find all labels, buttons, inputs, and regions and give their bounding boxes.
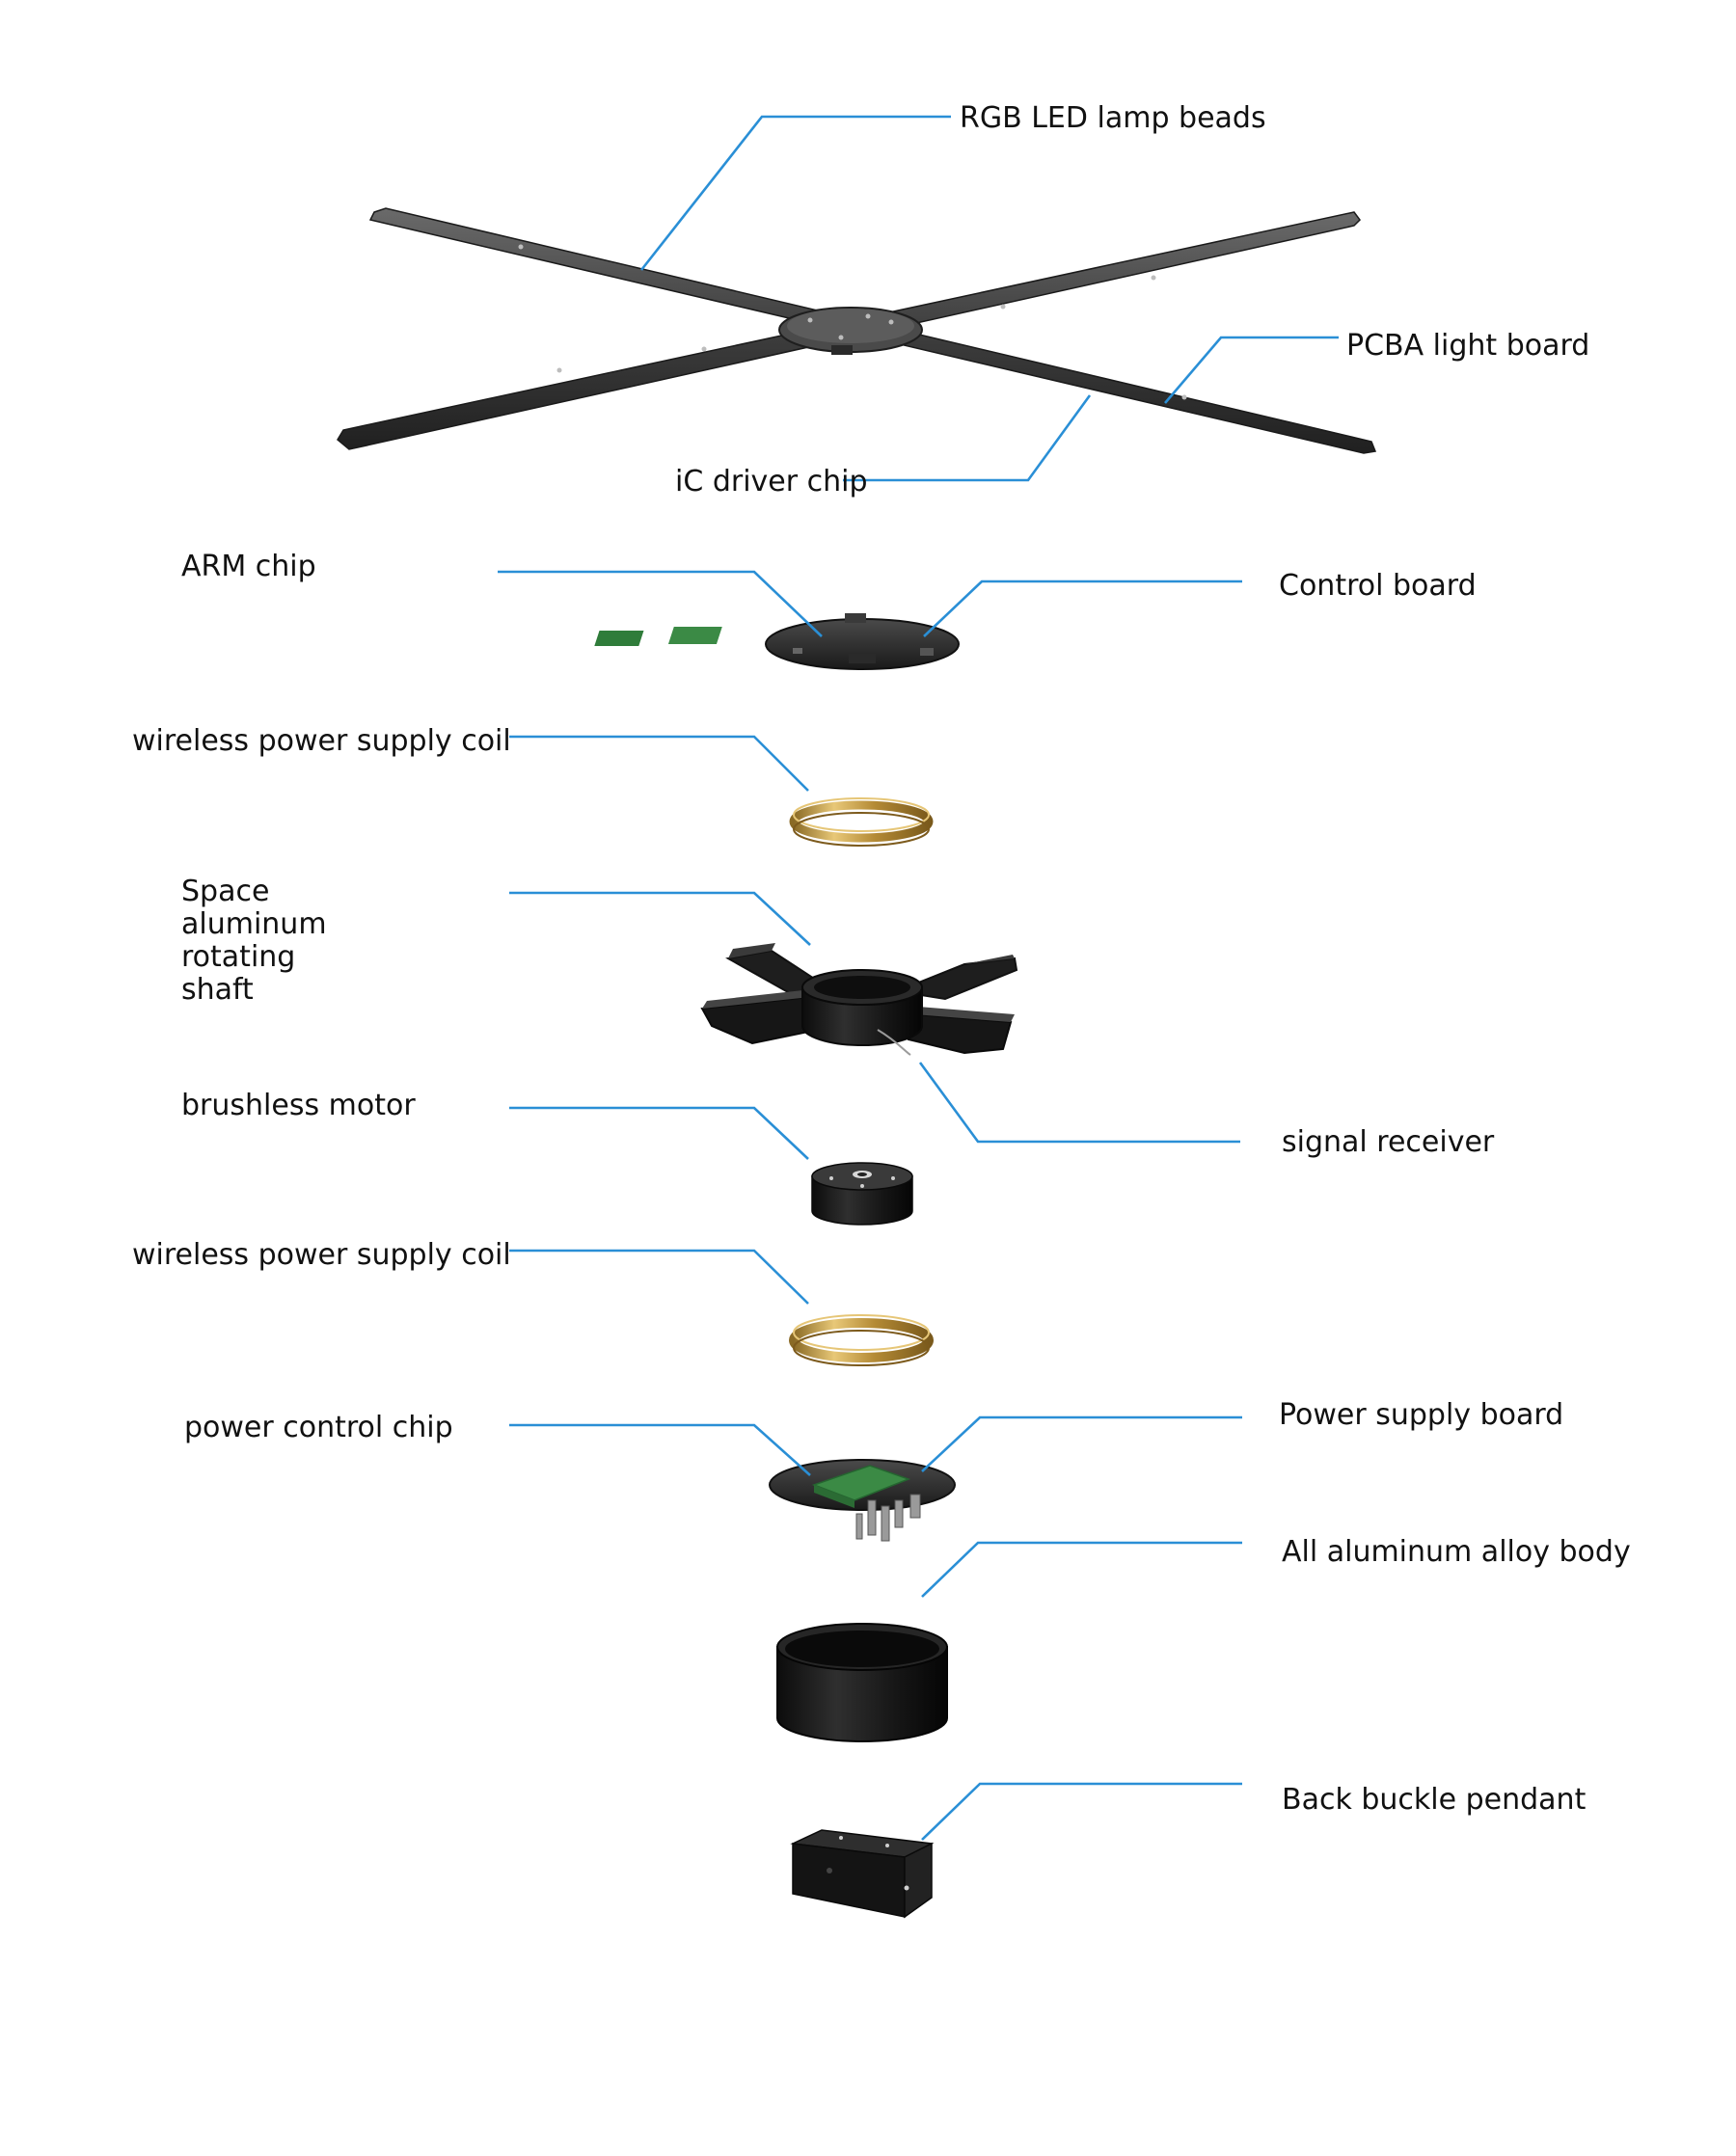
label-ic-driver-chip: iC driver chip [675,465,868,499]
wireless-coil-lower [789,1314,934,1366]
leader-rotating-shaft [509,891,811,946]
label-control-board: Control board [1279,569,1477,603]
back-buckle-pendant [790,1829,935,1919]
leader-control-board [923,579,1242,637]
wireless-coil-upper [789,797,934,847]
leader-signal-receiver [918,1062,1240,1144]
label-shaft-line1: Space [181,875,269,908]
rotating-shaft [700,943,1018,1056]
brushless-motor [811,1162,913,1226]
leader-wireless-coil-upper [509,735,809,792]
signal-receiver-wire [877,1029,911,1056]
labels: RGB LED lamp beads PCBA light board iC d… [132,101,1631,1817]
leader-rgb-led [639,115,951,271]
pcba-light-board [337,207,1377,454]
label-power-control-chip: power control chip [184,1411,453,1444]
label-wireless-coil-lower: wireless power supply coil [132,1238,511,1272]
leader-arm-chip [498,570,823,637]
power-supply-board [769,1459,956,1542]
leader-brushless-motor [509,1106,809,1160]
label-brushless-motor: brushless motor [181,1089,416,1122]
label-rgb-led-lamp-beads: RGB LED lamp beads [960,101,1266,135]
leader-aluminum-body [921,1541,1242,1598]
label-aluminum-body: All aluminum alloy body [1282,1535,1631,1569]
screw-dots [518,244,1187,400]
leader-pcba-light-board [1164,336,1339,404]
aluminum-body [776,1623,948,1742]
board-pins [855,1494,921,1542]
label-wireless-coil-upper: wireless power supply coil [132,724,511,758]
label-shaft-line2: aluminum [181,907,327,941]
leader-wireless-coil-lower [509,1249,809,1305]
label-back-buckle-pendant: Back buckle pendant [1282,1783,1587,1817]
power-control-chip-component [811,1465,911,1501]
control-board [594,613,960,670]
label-signal-receiver: signal receiver [1282,1125,1495,1159]
label-pcba-light-board: PCBA light board [1346,329,1589,363]
label-power-supply-board: Power supply board [1279,1398,1563,1432]
leader-ic-driver-chip [843,394,1092,482]
hub-connector [831,345,853,355]
leader-power-control-chip [509,1423,811,1476]
arm-chip-component [594,631,644,646]
leader-power-supply-board [921,1415,1242,1472]
leader-back-buckle-pendant [921,1782,1242,1841]
label-arm-chip: ARM chip [181,550,316,583]
label-shaft-line3: rotating [181,940,295,974]
leader-lines [498,115,1339,1841]
label-shaft-line4: shaft [181,973,254,1007]
